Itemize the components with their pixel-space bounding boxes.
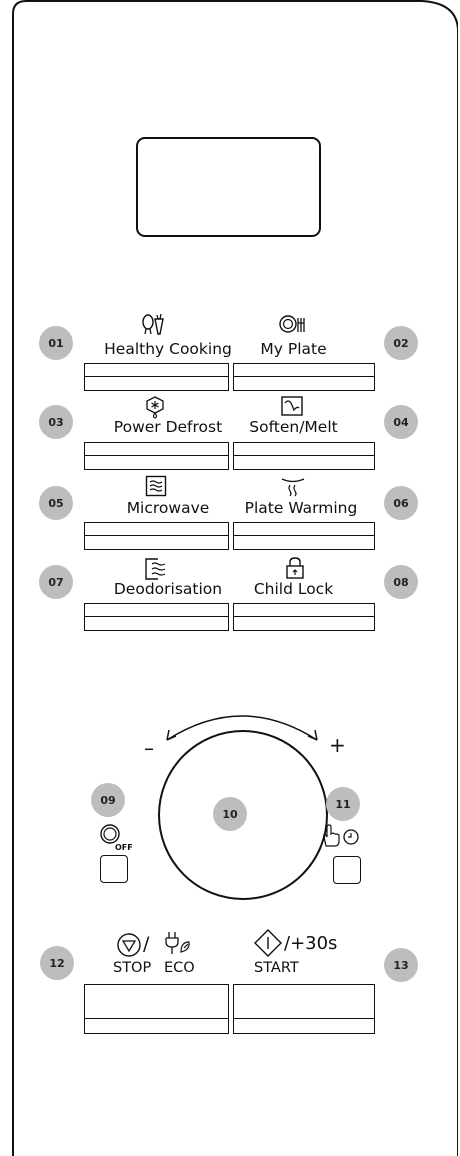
start-button[interactable] [233,984,375,1034]
snowflake-drop-icon [144,395,166,419]
badge-02: 02 [384,326,418,360]
badge-05: 05 [39,486,73,520]
badge-06: 06 [384,486,418,520]
power-off-icon [99,823,129,849]
healthy-cooking-button[interactable] [84,363,229,391]
plate-cutlery-icon [278,312,308,336]
my-plate-button[interactable] [233,363,375,391]
badge-03: 03 [39,405,73,439]
deodorise-icon [144,557,170,581]
stop-triangle-icon [116,932,144,958]
minus-sign: – [144,736,154,760]
off-label: OFF [115,843,133,852]
badge-12: 12 [40,946,74,980]
badge-07: 07 [39,565,73,599]
power-button[interactable] [100,855,128,883]
plate-warming-button[interactable] [233,522,375,550]
badge-13: 13 [384,948,418,982]
start-diamond-icon [252,928,284,958]
power-defrost-button[interactable] [84,442,229,470]
soften-melt-button[interactable] [233,442,375,470]
hand-clock-icon [320,824,360,848]
deodorisation-label: Deodorisation [113,580,223,598]
panel-outline [12,0,458,1156]
my-plate-label: My Plate [260,340,327,358]
deodorisation-button[interactable] [84,603,229,631]
child-lock-label: Child Lock [253,580,334,598]
child-lock-button[interactable] [233,603,375,631]
control-panel: 01 Healthy Cooking My Plate 02 03 Power … [12,0,458,1156]
display-screen [136,137,321,237]
badge-04: 04 [384,405,418,439]
timer-button[interactable] [333,856,361,884]
microwave-label: Microwave [126,499,210,517]
badge-11: 11 [326,787,360,821]
plus-30s-label: /+30s [284,933,338,954]
plus-sign: + [329,733,346,757]
stop-eco-button[interactable] [84,984,229,1034]
melt-icon [280,395,304,417]
eco-plug-icon [164,930,194,958]
control-dial[interactable] [158,730,328,900]
badge-08: 08 [384,565,418,599]
stop-label: STOP [113,960,152,976]
badge-09: 09 [91,783,125,817]
badge-10: 10 [213,797,247,831]
carrot-icon [140,312,168,336]
badge-01: 01 [39,326,73,360]
healthy-cooking-label: Healthy Cooking [104,340,232,358]
dial-arrow-arc [166,715,318,741]
eco-label: ECO [164,960,195,976]
microwave-waves-icon [145,475,167,497]
plate-warming-label: Plate Warming [244,499,358,517]
start-label: START [254,960,299,976]
padlock-icon [285,556,305,580]
soften-melt-label: Soften/Melt [249,418,338,436]
heat-waves-icon [280,475,306,497]
microwave-button[interactable] [84,522,229,550]
stop-eco-slash: / [143,933,150,955]
power-defrost-label: Power Defrost [113,418,223,436]
